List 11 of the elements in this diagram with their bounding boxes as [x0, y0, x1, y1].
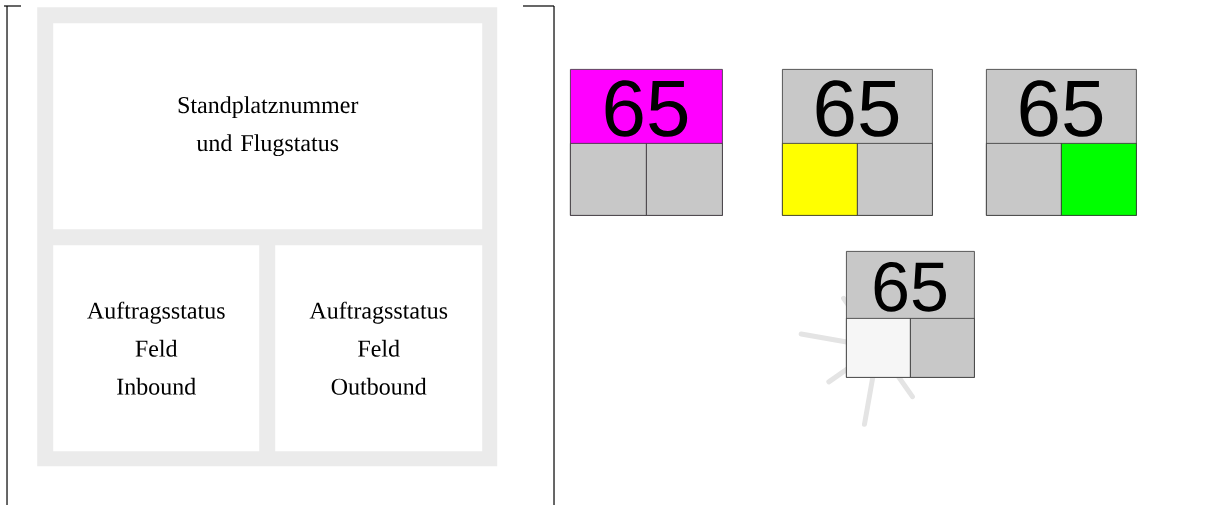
- field-box: Standplatznummer und Flugstatus: [53, 23, 483, 230]
- status-cell: [986, 143, 1062, 216]
- status-cell: [857, 143, 933, 216]
- status-cell: [782, 143, 858, 216]
- field-box: Auftragsstatus Feld Outbound: [275, 245, 483, 452]
- status-cell: [1061, 143, 1137, 216]
- status-cell: [570, 143, 647, 216]
- status-cell: [910, 318, 975, 378]
- status-cell: [846, 318, 911, 378]
- status-cell: [646, 143, 723, 216]
- field-box: Auftragsstatus Feld Inbound: [53, 245, 260, 452]
